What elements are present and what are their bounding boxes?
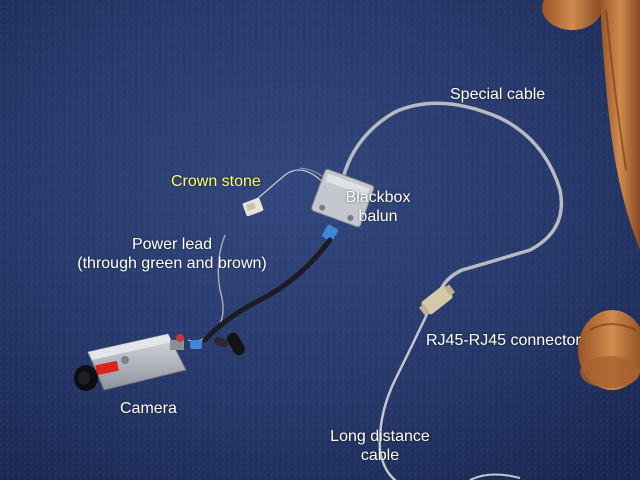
special-cable <box>341 101 564 294</box>
wooden-furniture-top <box>542 0 640 250</box>
black-coax-cable <box>202 237 333 343</box>
long-distance-cable <box>378 310 430 480</box>
label-long-distance-line2: cable <box>360 447 400 464</box>
label-rj45-connector: RJ45-RJ45 connector <box>426 332 581 349</box>
label-crown-stone: Crown stone <box>171 173 261 190</box>
camera-device <box>74 333 202 391</box>
label-camera: Camera <box>120 400 177 417</box>
wooden-furniture-foot <box>578 310 640 390</box>
crown-stone <box>242 197 264 217</box>
label-power-lead-line2: (through green and brown) <box>77 255 267 272</box>
label-long-distance-line1: Long distance <box>330 428 430 445</box>
rj45-connector-device <box>418 284 456 316</box>
label-long-distance-cable: Long distance cable <box>316 427 444 465</box>
blackbox-balun-device <box>311 168 375 228</box>
power-lead-wire <box>187 234 226 342</box>
label-blackbox-balun-line2: balun <box>358 208 398 225</box>
label-blackbox-balun: Blackbox balun <box>336 188 420 226</box>
label-blackbox-balun-line1: Blackbox <box>345 189 411 206</box>
label-power-lead: Power lead (through green and brown) <box>56 235 288 273</box>
label-special-cable: Special cable <box>450 86 546 103</box>
power-plug <box>213 332 245 356</box>
label-power-lead-line1: Power lead <box>131 236 213 253</box>
